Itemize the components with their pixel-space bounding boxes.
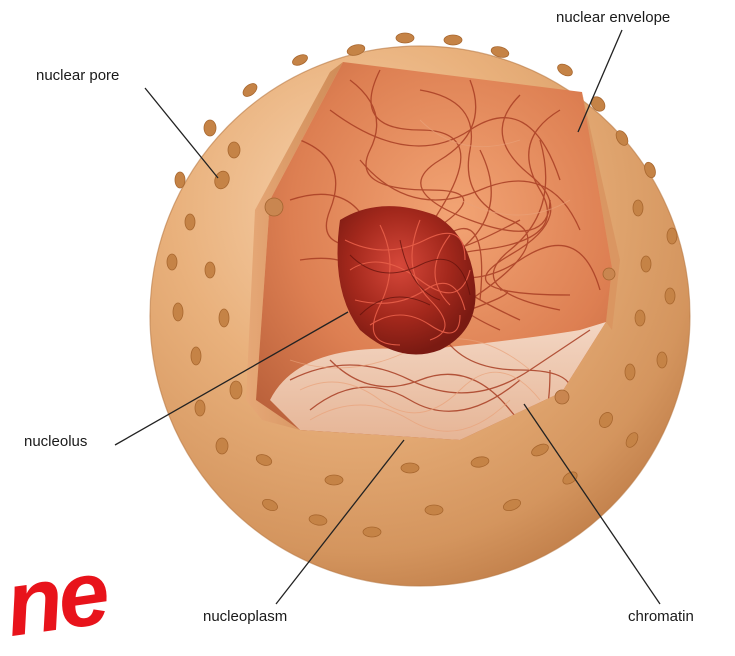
label-chromatin: chromatin	[628, 608, 694, 625]
label-nuclear-pore: nuclear pore	[36, 67, 119, 84]
label-nucleolus: nucleolus	[24, 433, 87, 450]
cell-nucleus-diagram	[0, 0, 735, 633]
watermark-text: ne	[0, 546, 111, 651]
label-nucleoplasm: nucleoplasm	[203, 608, 287, 625]
label-nuclear-envelope: nuclear envelope	[556, 9, 670, 26]
